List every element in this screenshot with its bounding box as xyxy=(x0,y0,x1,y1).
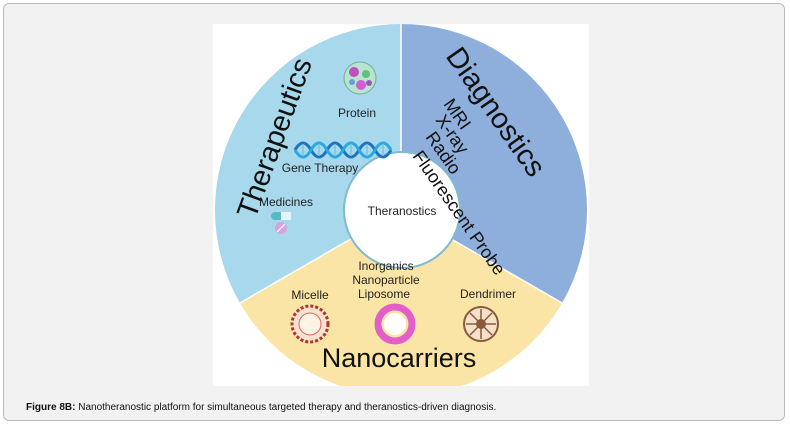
figure-image: Theranostics Therapeutics Protein xyxy=(213,24,589,386)
dna-helix-icon xyxy=(293,141,393,159)
nanocarriers-title: Nanocarriers xyxy=(322,343,477,373)
inorganics-label: Inorganics xyxy=(358,259,413,273)
center-label: Theranostics xyxy=(368,204,437,218)
medicines-label: Medicines xyxy=(259,195,313,209)
liposome-label: Liposome xyxy=(358,287,410,301)
center-circle xyxy=(343,151,461,269)
figure-caption: Figure 8B: Nanotheranostic platform for … xyxy=(26,402,496,413)
micelle-label: Micelle xyxy=(291,288,329,302)
dendrimer-icon xyxy=(463,306,499,342)
pill-icon xyxy=(271,212,291,234)
protein-icon xyxy=(343,61,377,95)
dendrimer-label: Dendrimer xyxy=(460,287,516,301)
figure-frame: Theranostics Therapeutics Protein xyxy=(3,3,785,421)
nanoparticle-label: Nanoparticle xyxy=(352,273,420,287)
protein-label: Protein xyxy=(338,106,376,120)
caption-text: Nanotheranostic platform for simultaneou… xyxy=(75,402,497,413)
nanocarriers-sector xyxy=(239,210,563,386)
liposome-icon xyxy=(374,303,416,345)
caption-label: Figure 8B: xyxy=(26,402,76,413)
theranostics-diagram: Theranostics Therapeutics Protein xyxy=(215,24,587,386)
gene-therapy-label: Gene Therapy xyxy=(282,161,359,175)
micelle-icon xyxy=(290,304,330,344)
